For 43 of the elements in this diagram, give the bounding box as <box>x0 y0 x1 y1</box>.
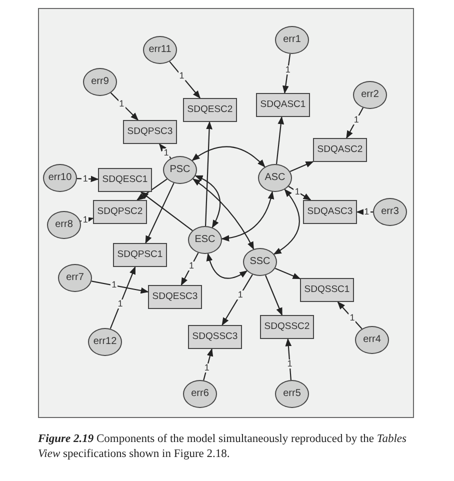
covariance-arrow <box>194 175 221 228</box>
arrow <box>276 116 284 164</box>
covariance-arrow <box>192 178 254 250</box>
covariance-arrow <box>221 191 274 242</box>
arrow <box>222 274 253 326</box>
covariance-arrow <box>273 188 300 255</box>
arrow <box>356 208 373 216</box>
edge-label: 1 <box>348 314 356 323</box>
covariance-arrow <box>192 146 266 168</box>
indicator-box: SDQESC1 <box>98 168 152 192</box>
covariance-arrow <box>206 253 248 279</box>
arrow <box>285 338 292 380</box>
edge-label: 1 <box>363 208 370 216</box>
arrow <box>290 161 314 172</box>
arrow <box>265 275 283 316</box>
arrow <box>136 178 168 200</box>
indicator-box: SDQSSC2 <box>260 315 314 339</box>
edge-label: 1 <box>82 216 89 225</box>
edge-label: 1 <box>178 72 186 81</box>
indicator-box: SDQESC3 <box>148 285 202 309</box>
arrow <box>169 61 200 99</box>
arrow <box>80 216 94 224</box>
indicator-box: SDQPSC2 <box>93 200 147 224</box>
figure-caption: Figure 2.19 Components of the model simultaneously reproduced by the Tables View specifications shown in Figure 2.18. <box>38 432 408 462</box>
arrow <box>205 121 212 226</box>
edge-label: 1 <box>110 280 118 290</box>
indicator-box: SDQSSC3 <box>188 325 242 349</box>
arrow <box>76 176 99 182</box>
indicator-box: SDQASC3 <box>303 200 357 224</box>
arrow <box>274 268 301 280</box>
indicator-box: SDQPSC1 <box>113 243 167 267</box>
arrow <box>110 266 136 329</box>
arrow <box>288 186 312 200</box>
indicator-box: SDQASC2 <box>313 138 367 162</box>
arrow <box>145 182 174 244</box>
arrow <box>91 280 149 294</box>
indicator-box: SDQPSC3 <box>123 120 177 144</box>
arrow <box>140 192 193 232</box>
indicator-box: SDQESC2 <box>183 98 237 122</box>
indicator-box: SDQASC1 <box>256 93 310 117</box>
edge-label: 1 <box>116 300 124 309</box>
indicator-box: SDQSSC1 <box>300 278 354 302</box>
arrow <box>346 108 364 139</box>
